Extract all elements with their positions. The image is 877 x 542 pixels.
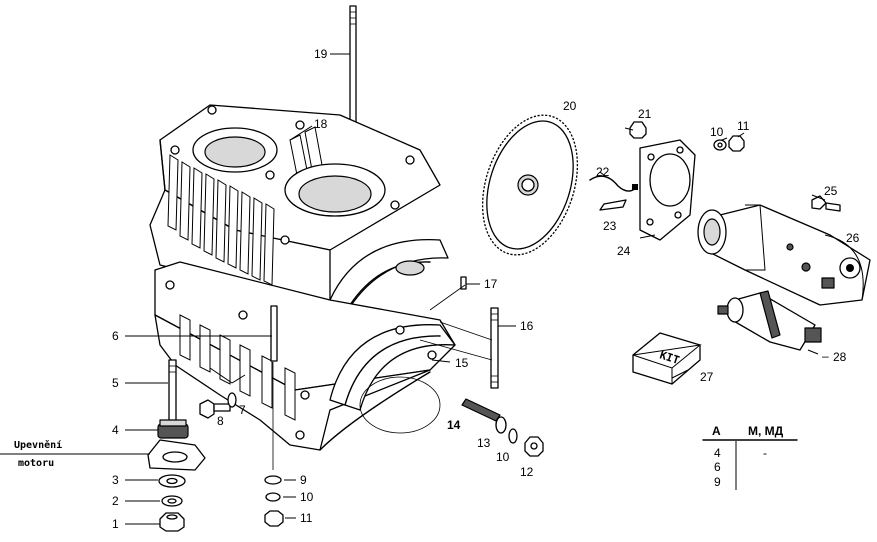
callout-2: 2 [112, 494, 119, 508]
callout-numbers: 19 18 20 21 10 11 22 23 24 25 26 17 16 1… [112, 47, 860, 531]
lower-crankcase-15 [154, 261, 456, 451]
callout-9b: 9 [300, 473, 307, 487]
engine-mount-label: Upevnění motoru [14, 439, 62, 469]
washer-10 [265, 492, 281, 502]
washer-13 [495, 416, 507, 434]
table-header-a: A [712, 424, 721, 438]
solenoid-28 [717, 290, 822, 351]
callout-21: 21 [638, 107, 652, 121]
mount-label-line2: motoru [18, 458, 54, 469]
nut-12 [524, 436, 544, 457]
callout-6: 6 [112, 329, 119, 343]
upper-crankcase-18 [149, 104, 449, 331]
callout-27: 27 [700, 370, 714, 384]
ring-gear-20 [481, 114, 579, 256]
washer-10c [713, 139, 727, 151]
pin-23 [599, 199, 627, 211]
callout-14: 14 [447, 418, 461, 432]
callout-26: 26 [846, 231, 860, 245]
callout-10-lower: 10 [300, 490, 314, 504]
kit-box-27 [632, 332, 702, 385]
table-dash: - [763, 446, 767, 460]
callout-20: 20 [563, 99, 577, 113]
callout-5: 5 [112, 376, 119, 390]
callout-10c: 10 [710, 125, 724, 139]
wire-22 [589, 175, 638, 192]
spring-washer-2 [161, 495, 183, 507]
callout-23: 23 [603, 219, 617, 233]
applicability-table: A M, МД 4 6 9 - [702, 424, 798, 490]
callout-12: 12 [520, 465, 534, 479]
callout-11c: 11 [737, 119, 750, 133]
callout-28-dash: – [822, 349, 829, 363]
callout-11b: 11 [300, 511, 313, 525]
nut-11c [728, 135, 745, 152]
table-row-2: 6 [714, 460, 721, 474]
callout-4: 4 [112, 423, 119, 437]
nut-11 [264, 510, 284, 527]
dowel-pin-17 [460, 276, 467, 290]
callout-25: 25 [824, 184, 838, 198]
stud-16 [490, 307, 499, 389]
stud-14 [461, 398, 501, 422]
callout-13: 13 [477, 436, 491, 450]
callout-10b: 10 [496, 450, 510, 464]
stud-6 [270, 305, 278, 362]
kit-label: KIT [658, 348, 681, 367]
nut-1 [159, 512, 185, 532]
callout-17: 17 [484, 277, 498, 291]
callout-16: 16 [520, 319, 534, 333]
callout-3: 3 [112, 473, 119, 487]
leader-lines [0, 53, 826, 525]
callout-22: 22 [596, 165, 610, 179]
bolt-8 [199, 399, 231, 419]
callout-1: 1 [112, 517, 119, 531]
table-header-b: M, МД [748, 424, 784, 438]
callout-18: 18 [314, 117, 328, 131]
callout-8: 8 [217, 414, 224, 428]
engine-mount-4 [147, 419, 206, 471]
nut-21 [629, 121, 647, 139]
washer-9 [264, 475, 282, 485]
bolt-25 [811, 195, 841, 212]
plate-24 [639, 139, 696, 241]
stud-5 [168, 359, 177, 425]
callout-15: 15 [455, 356, 469, 370]
washer-3 [158, 474, 186, 488]
washer-10b [508, 428, 518, 444]
table-row-3: 9 [714, 475, 721, 489]
callout-7: 7 [239, 403, 246, 417]
callout-28: 28 [833, 350, 847, 364]
callout-19: 19 [314, 47, 328, 61]
mount-label-line1: Upevnění [14, 439, 62, 451]
starter-motor-26 [697, 204, 871, 306]
washer-7 [227, 392, 237, 408]
callout-24: 24 [617, 244, 631, 258]
table-row-1: 4 [714, 446, 721, 460]
